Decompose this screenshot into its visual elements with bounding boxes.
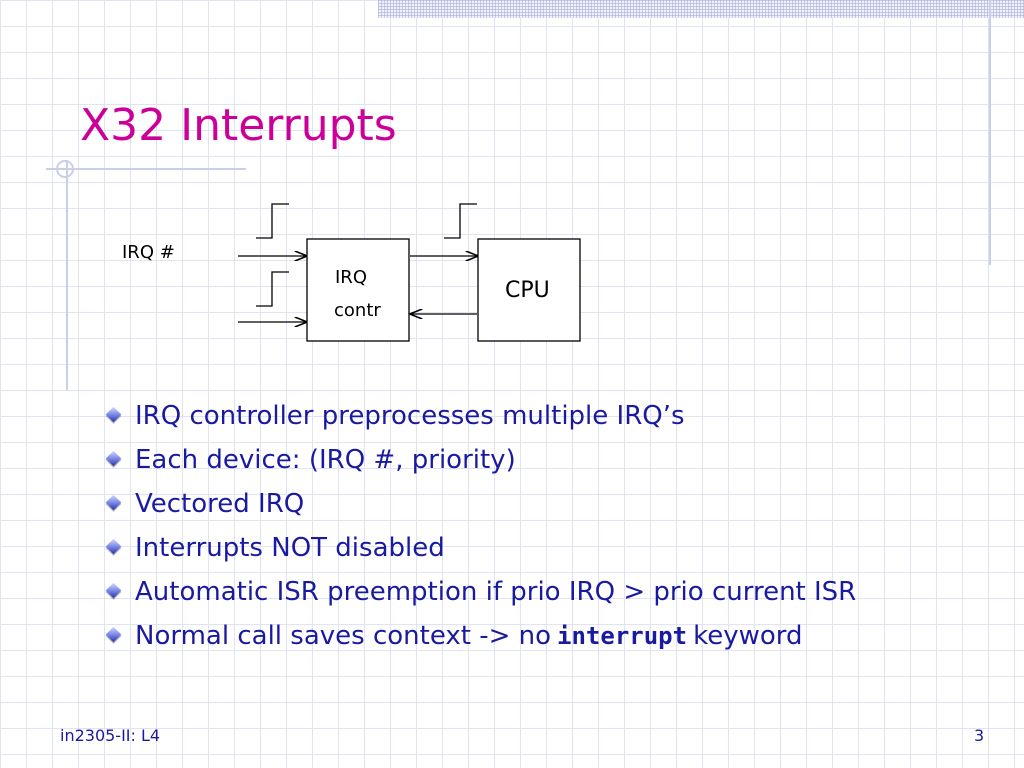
slide-title: X32 Interrupts — [80, 100, 397, 151]
irq-number-label: IRQ # — [122, 242, 175, 263]
bullet-text: Each device: (IRQ #, priority) — [135, 445, 516, 475]
cpu-label: CPU — [505, 278, 550, 303]
diamond-bullet-icon — [105, 406, 122, 422]
pulse-signal — [256, 271, 289, 307]
bullet-text: Interrupts NOT disabled — [135, 533, 445, 563]
decorative-title-rule — [46, 168, 246, 170]
diamond-bullet-icon — [105, 494, 122, 510]
pulse-signal — [256, 203, 289, 239]
decorative-top-band — [378, 0, 1024, 18]
footer-course-label: in2305-II: L4 — [60, 726, 161, 745]
irq-controller-box — [306, 238, 410, 342]
controller-label-line1: IRQ — [335, 267, 367, 288]
bullet-text-before: Normal call saves context -> no — [135, 621, 552, 651]
diamond-bullet-icon — [105, 582, 122, 598]
bullet-list: IRQ controller preprocesses multiple IRQ… — [105, 394, 857, 658]
cpu-box — [477, 238, 581, 342]
diamond-bullet-icon — [105, 538, 122, 554]
bullet-item: Interrupts NOT disabled — [105, 526, 856, 570]
decorative-circle — [56, 160, 74, 178]
decorative-right-rule — [989, 0, 991, 265]
decorative-left-rule — [66, 160, 68, 390]
bullet-item: Each device: (IRQ #, priority) — [105, 438, 856, 482]
bullet-text: Vectored IRQ — [135, 489, 305, 519]
bullet-text: Automatic ISR preemption if prio IRQ > p… — [135, 577, 857, 607]
bullet-item: Automatic ISR preemption if prio IRQ > p… — [105, 570, 857, 614]
diamond-bullet-icon — [105, 626, 122, 642]
pulse-signal — [444, 203, 477, 239]
code-keyword: interrupt — [557, 622, 688, 650]
diamond-bullet-icon — [105, 450, 122, 466]
bullet-text: IRQ controller preprocesses multiple IRQ… — [135, 401, 685, 431]
bullet-item: IRQ controller preprocesses multiple IRQ… — [105, 394, 856, 438]
page-number: 3 — [974, 726, 985, 745]
bullet-item: Vectored IRQ — [105, 482, 856, 526]
bullet-text-after: keyword — [693, 621, 803, 651]
controller-label-line2: contr — [334, 300, 381, 321]
